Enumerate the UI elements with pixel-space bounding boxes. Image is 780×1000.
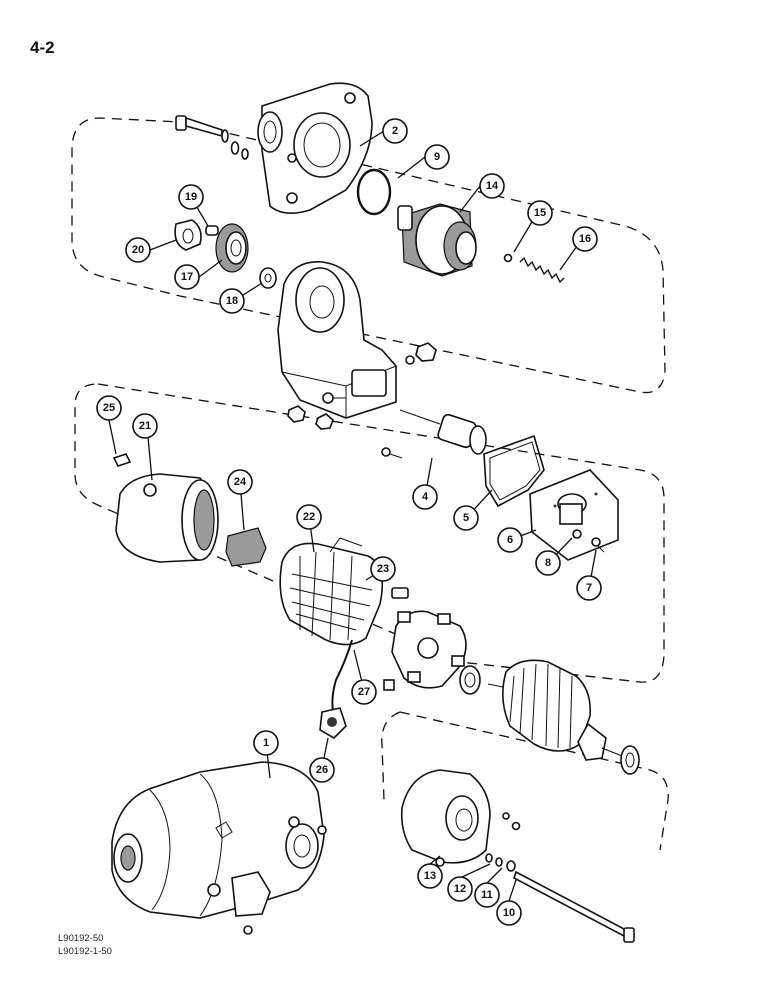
callout: 9 [424,144,450,170]
callout-number: 2 [392,125,398,137]
callout-number: 17 [181,271,193,283]
callout-number: 27 [358,686,370,698]
callout-number: 7 [586,582,592,594]
callout: 16 [572,226,598,252]
washer [259,267,277,289]
callout-number: 25 [103,402,115,414]
callout: 1 [253,730,279,756]
armature [487,659,640,775]
long-bolt [175,115,223,138]
callout: 6 [497,527,523,553]
callout: 5 [453,505,479,531]
callout-number: 16 [579,233,591,245]
callout-number: 20 [132,244,144,256]
callout-number: 11 [481,889,493,901]
idler-gear [215,223,249,273]
lower-parts [111,761,635,943]
callout-number: 23 [377,563,389,575]
plunger [399,409,487,455]
callout-number: 15 [534,207,546,219]
roller [205,225,219,236]
callout: 7 [576,575,602,601]
callout-number: 18 [226,295,238,307]
callout-number: 10 [503,907,515,919]
callout-number: 4 [422,491,429,503]
spring [519,256,565,284]
cover-hardware [485,812,521,872]
nuts [287,342,437,430]
drive-pinion [397,203,477,277]
callout: 25 [96,395,122,421]
image-code: L90192-50 [58,933,104,944]
small-block [383,679,395,691]
field-coil [279,537,384,646]
callout: 15 [527,200,553,226]
callout-number: 5 [463,512,469,524]
image-code: L90192-1-50 [58,946,112,957]
ball [503,253,513,263]
callout: 21 [132,413,158,439]
lead-wire [319,639,353,739]
drive-housing [257,82,373,214]
callout: 13 [417,863,443,889]
callout: 12 [447,876,473,902]
brush-holder [391,610,467,689]
starter-assembly [111,761,327,935]
callout: 24 [227,469,253,495]
retainer [174,219,202,251]
callout: 17 [174,264,200,290]
washer-hole [264,273,272,283]
small-screw [381,447,403,459]
gasket [483,434,545,508]
upper-parts [174,82,565,430]
callout: 19 [178,184,204,210]
callout: 18 [219,288,245,314]
callout: 2 [382,118,408,144]
image-codes: L90192-50 L90192-1-50 [58,932,112,958]
brush [391,587,409,599]
callout: 26 [309,757,335,783]
cover-screw [591,537,605,553]
solenoid-parts [381,409,619,561]
callout-number: 26 [316,764,328,776]
callout: 4 [412,484,438,510]
callout-number: 6 [507,534,513,546]
callout: 11 [474,882,500,908]
group-outlines [71,117,669,851]
callout: 23 [370,556,396,582]
solenoid-housing [277,261,397,419]
bearing [459,665,481,695]
callout: 8 [535,550,561,576]
callout-number: 22 [303,511,315,523]
through-bolt [513,870,635,943]
callout: 14 [479,173,505,199]
callout: 27 [351,679,377,705]
commutator-end-cover [400,769,491,867]
o-ring [356,168,392,216]
callout-number: 21 [139,420,151,432]
callout-number: 1 [263,737,269,749]
callout-number: 14 [486,180,499,192]
frame-housing [115,473,219,563]
callout: 22 [296,504,322,530]
callout: 20 [125,237,151,263]
plug [112,453,132,467]
pole-shoe [225,527,267,567]
solenoid-cover [529,469,619,561]
callout-number: 9 [434,151,440,163]
callout-number: 8 [545,557,551,569]
callout: 10 [496,900,522,926]
middle-parts [112,453,640,775]
lock-washer [572,529,582,539]
callout-number: 13 [424,870,436,882]
page-number: 4-2 [30,38,55,57]
callout-number: 19 [185,191,197,203]
callout-number: 12 [454,883,466,895]
bolt-washers [221,129,249,160]
callout-number: 24 [234,476,247,488]
